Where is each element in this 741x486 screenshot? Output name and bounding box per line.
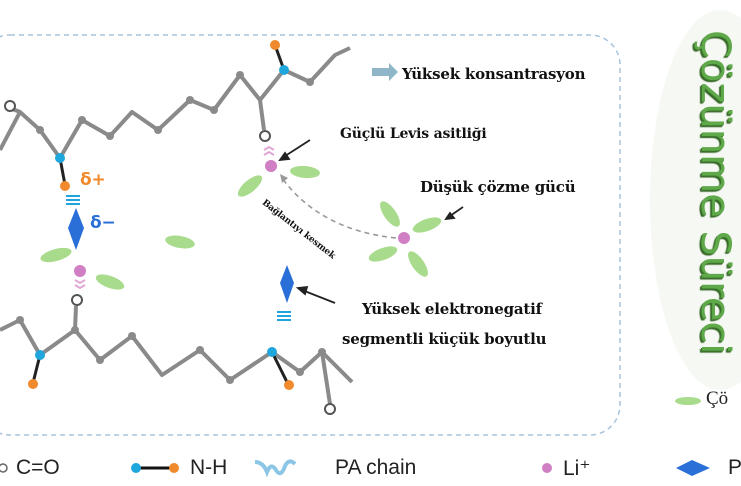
nh-groups xyxy=(28,40,294,390)
hbond-marks xyxy=(66,195,291,321)
high-concentration-label: Yüksek konsantrasyon xyxy=(402,65,586,83)
chain-joints xyxy=(16,71,326,384)
solvent-molecules xyxy=(40,165,442,290)
co-legend-label: C=O xyxy=(16,456,60,479)
anion-diamonds xyxy=(68,208,294,303)
nh-legend-icon xyxy=(131,463,179,473)
anion-diamond xyxy=(280,265,294,303)
solvent-legend-label: Çö xyxy=(706,388,729,409)
right-backdrop xyxy=(650,10,741,390)
delta-minus-label: δ− xyxy=(90,213,116,233)
dashed-frame xyxy=(0,34,621,436)
anion-diamond xyxy=(68,208,84,250)
nh-legend-label: N-H xyxy=(190,456,228,479)
low-solvation-label: Düşük çözme gücü xyxy=(420,178,576,196)
co-legend-icon xyxy=(0,463,8,473)
pointer-arrows xyxy=(278,139,464,304)
anion-legend-icon xyxy=(676,460,710,476)
electronegative-label-line2: segmentli küçük boyutlu xyxy=(342,330,547,348)
carbonyl-groups xyxy=(4,100,336,415)
high-concentration-arrow-icon xyxy=(372,63,398,81)
li-legend-label: Li⁺ xyxy=(563,457,591,480)
pa-chain-legend-label: PA chain xyxy=(335,456,417,479)
anion-legend-label: P xyxy=(728,456,741,479)
li-legend-icon xyxy=(542,463,552,473)
electronegative-label-line1: Yüksek elektronegatif xyxy=(362,300,542,318)
delta-plus-label: δ+ xyxy=(80,170,106,190)
dissolution-process-title: Çözünme Süreci xyxy=(692,30,738,355)
pa-chain-legend-icon xyxy=(254,459,297,478)
solvent-legend-icon xyxy=(675,397,701,405)
arrowhead-icon xyxy=(280,174,288,183)
li-ions xyxy=(74,160,410,277)
break-bond-arrow xyxy=(281,177,397,239)
li-coordination-marks xyxy=(74,145,275,290)
strong-lewis-label: Güçlü Levis asitliği xyxy=(340,126,487,142)
